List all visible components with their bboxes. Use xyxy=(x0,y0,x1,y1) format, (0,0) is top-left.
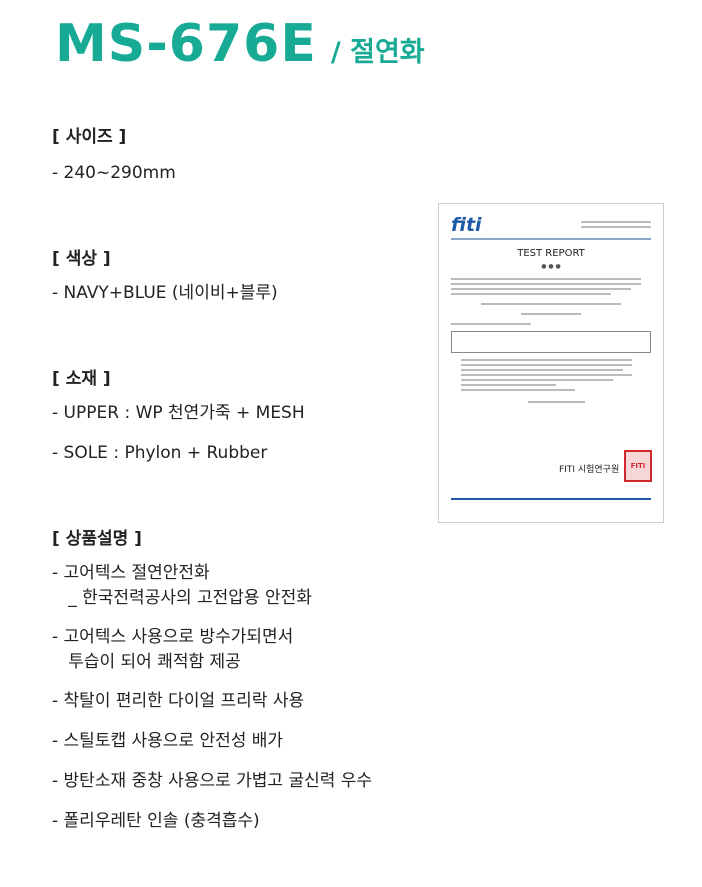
desc-line: - 폴리우레탄 인솔 (충격흡수) xyxy=(52,811,260,831)
report-notes xyxy=(451,359,651,403)
desc-line: - 스틸토캡 사용으로 안전성 배가 xyxy=(52,731,284,751)
report-fields xyxy=(451,278,651,325)
page-title: MS-676E / 절연화 xyxy=(55,14,425,74)
model-name: MS-676E xyxy=(55,14,317,74)
description-heading: [ 상품설명 ] xyxy=(52,529,142,549)
desc-line: - 고어텍스 사용으로 방수가되면서 xyxy=(52,627,294,647)
material-upper: - UPPER : WP 천연가죽 + MESH xyxy=(52,403,305,423)
result-table xyxy=(451,331,651,353)
test-report-image: fiti TEST REPORT ● ● ● FITI 시험연구원 FITI xyxy=(438,203,664,523)
header-divider xyxy=(451,238,651,240)
desc-line: - 착탈이 편리한 다이얼 프리락 사용 xyxy=(52,691,305,711)
color-heading: [ 색상 ] xyxy=(52,249,111,269)
fiti-logo: fiti xyxy=(451,214,482,236)
desc-line: _ 한국전력공사의 고전압용 안전화 xyxy=(52,588,312,608)
product-type: / 절연화 xyxy=(330,37,425,68)
size-value: - 240~290mm xyxy=(52,163,176,183)
color-value: - NAVY+BLUE (네이비+블루) xyxy=(52,283,278,303)
document-service-bar xyxy=(451,498,651,500)
seal-stamp: FITI xyxy=(624,450,652,482)
issuer-name: FITI 시험연구원 xyxy=(559,465,620,475)
desc-line: - 고어텍스 절연안전화 xyxy=(52,563,210,583)
desc-line: - 방탄소재 중창 사용으로 가볍고 굴신력 우수 xyxy=(52,771,373,791)
dots-icon: ● ● ● xyxy=(541,263,561,270)
address-lines xyxy=(581,218,651,231)
desc-line: 투습이 되어 쾌적함 제공 xyxy=(52,652,241,672)
material-heading: [ 소재 ] xyxy=(52,369,111,389)
material-sole: - SOLE : Phylon + Rubber xyxy=(52,443,268,463)
size-heading: [ 사이즈 ] xyxy=(52,127,127,147)
report-title: TEST REPORT xyxy=(517,248,585,259)
